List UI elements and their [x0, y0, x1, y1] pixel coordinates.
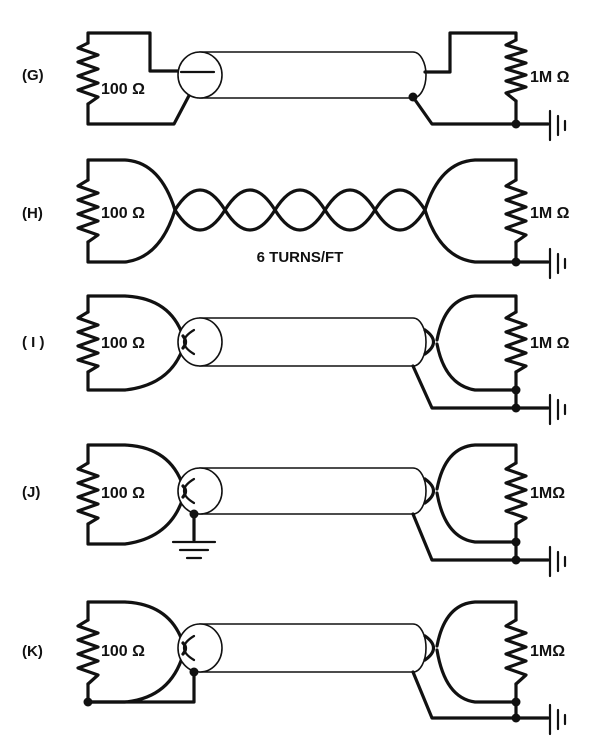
junction-i: [511, 385, 521, 395]
conductor-loop-left-j: [181, 484, 188, 499]
left-resistor-k: [76, 618, 100, 686]
ground-symbol-g: [548, 109, 567, 142]
twisted-pair-wire-b: [173, 188, 427, 232]
panel-h: (H) 100 Ω 6 TURNS/FT 1M Ω: [22, 158, 570, 280]
conductor-loop-left-k: [181, 641, 188, 656]
panel-label-i: ( I ): [22, 334, 45, 351]
right-resistor-label-g: 1M Ω: [530, 69, 570, 86]
cable-end-left-j: [177, 467, 223, 515]
right-resistor-label-j: 1MΩ: [530, 485, 565, 502]
coax-cable-g: [199, 51, 427, 99]
ground-symbol-left-j: [171, 540, 217, 560]
left-resistor-g: [76, 41, 100, 106]
left-resistor-label-k: 100 Ω: [101, 643, 145, 660]
panel-label-j: (J): [22, 484, 40, 501]
left-resistor-i: [76, 310, 100, 374]
conductor-loop-left-i: [181, 334, 188, 350]
ground-symbol-h: [548, 247, 567, 280]
panel-i: ( I ) 100 Ω 1M Ω: [22, 294, 570, 426]
left-resistor-j: [76, 461, 100, 526]
right-circuit-wire-g: [411, 31, 518, 126]
right-circuit-wire-i: [411, 294, 518, 410]
ground-symbol-i: [548, 393, 567, 426]
right-circuit-wire-h: [423, 158, 518, 264]
right-loop-k: [423, 634, 436, 662]
shield-return-wire-k: [86, 670, 196, 704]
left-resistor-label-h: 100 Ω: [101, 205, 145, 222]
panel-g: (G) 100 Ω 1M Ω: [22, 31, 570, 142]
coax-cable-k: [199, 623, 427, 673]
ground-symbol-k: [548, 703, 567, 736]
right-loop-j: [423, 477, 436, 505]
right-resistor-label-i: 1M Ω: [530, 335, 570, 352]
right-resistor-i: [504, 310, 528, 374]
left-resistor-label-g: 100 Ω: [101, 81, 145, 98]
left-circuit-wire-g: [86, 31, 195, 126]
left-resistor-label-i: 100 Ω: [101, 335, 145, 352]
right-resistor-g: [504, 38, 528, 103]
cable-end-left-k: [177, 623, 223, 673]
panel-label-k: (K): [22, 643, 43, 660]
twisted-pair-wire-a: [173, 188, 427, 232]
right-circuit-wire-k: [411, 600, 518, 720]
cable-end-left-i: [177, 317, 223, 367]
left-circuit-wire-h: [86, 158, 177, 264]
right-resistor-label-k: 1MΩ: [530, 643, 565, 660]
left-resistor-h: [76, 178, 100, 244]
coax-cable-i: [199, 317, 427, 367]
right-resistor-k: [504, 618, 528, 686]
right-loop-i: [423, 328, 436, 356]
left-resistor-label-j: 100 Ω: [101, 485, 145, 502]
left-circuit-wire-j: [86, 443, 185, 546]
panel-k: (K) 100 Ω 1MΩ: [22, 600, 567, 736]
ground-symbol-j: [548, 545, 567, 578]
panel-label-h: (H): [22, 205, 43, 222]
right-resistor-label-h: 1M Ω: [530, 205, 570, 222]
twist-rate-label: 6 TURNS/FT: [257, 249, 344, 266]
coax-cable-j: [199, 467, 427, 515]
cable-end-left-g: [177, 51, 223, 99]
right-circuit-wire-j: [411, 443, 518, 562]
shield-junction-g: [408, 92, 418, 102]
panel-j: (J) 100 Ω 1MΩ: [22, 443, 567, 578]
left-circuit-wire-i: [86, 294, 185, 392]
return-junction-left-k: [83, 697, 93, 707]
right-resistor-j: [504, 461, 528, 526]
right-resistor-h: [504, 178, 528, 244]
panel-label-g: (G): [22, 67, 44, 84]
junction-j: [511, 537, 521, 547]
junction-k: [511, 697, 521, 707]
